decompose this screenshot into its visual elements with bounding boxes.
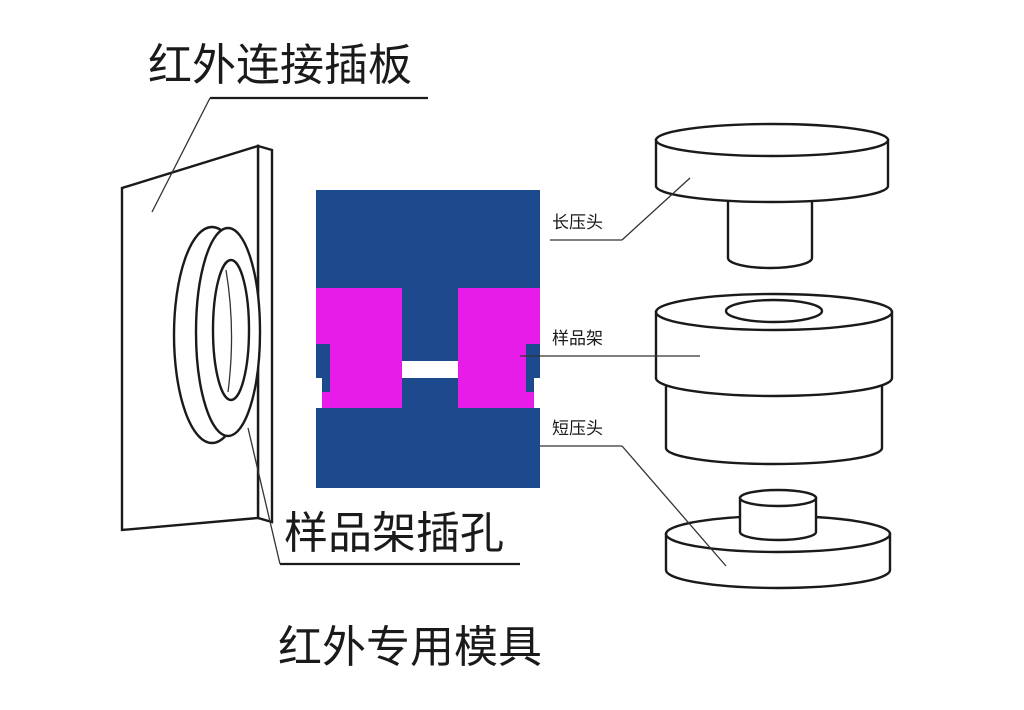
sample-slot-label: 样品架插孔 bbox=[284, 508, 504, 559]
long-press-leader bbox=[621, 177, 691, 241]
sample-holder-label: 样品架 bbox=[552, 329, 603, 349]
long-press-label: 长压头 bbox=[552, 213, 603, 233]
short-press-label: 短压头 bbox=[552, 419, 603, 439]
short-press-head-section bbox=[316, 408, 540, 488]
short-press-leader bbox=[621, 445, 727, 567]
cross-section bbox=[316, 190, 540, 488]
long-press-head bbox=[654, 122, 890, 270]
long-press-disk-side bbox=[654, 138, 890, 204]
long-press-stem-section bbox=[402, 276, 458, 370]
long-press-disk-top bbox=[654, 122, 890, 158]
slot-hole-shade bbox=[225, 269, 233, 393]
notch-left bbox=[316, 378, 322, 408]
sample-holder bbox=[654, 292, 894, 466]
right-fill-top bbox=[458, 276, 540, 288]
long-press-label-group: 长压头 bbox=[550, 177, 691, 241]
infrared-plate-leader bbox=[151, 97, 211, 213]
sample-holder-upper bbox=[654, 310, 894, 398]
left-fill-top bbox=[316, 276, 402, 288]
long-press-stem bbox=[726, 198, 814, 270]
notch-right bbox=[534, 378, 540, 408]
sample-holder-section-left bbox=[316, 288, 402, 408]
sample-holder-hole bbox=[724, 298, 824, 324]
short-press-label-group: 短压头 bbox=[540, 419, 727, 567]
sample-slot-label-group: 样品架插孔 bbox=[247, 427, 520, 566]
short-press-stem bbox=[738, 496, 818, 542]
sample-holder-section-right bbox=[458, 288, 540, 408]
infrared-plate bbox=[120, 144, 274, 532]
short-press-stem-top bbox=[738, 488, 818, 508]
infrared-plate-label-group: 红外连接插板 bbox=[148, 40, 428, 213]
short-press-head bbox=[664, 488, 892, 590]
sample-slot-leader bbox=[247, 427, 281, 565]
sample-holder-lower bbox=[664, 378, 884, 466]
long-press-head-section bbox=[316, 190, 540, 276]
sample-holder-label-group: 样品架 bbox=[520, 329, 700, 357]
diagram-caption: 红外专用模具 bbox=[278, 622, 542, 673]
infrared-plate-label: 红外连接插板 bbox=[148, 40, 412, 91]
sample-gap bbox=[402, 362, 458, 372]
